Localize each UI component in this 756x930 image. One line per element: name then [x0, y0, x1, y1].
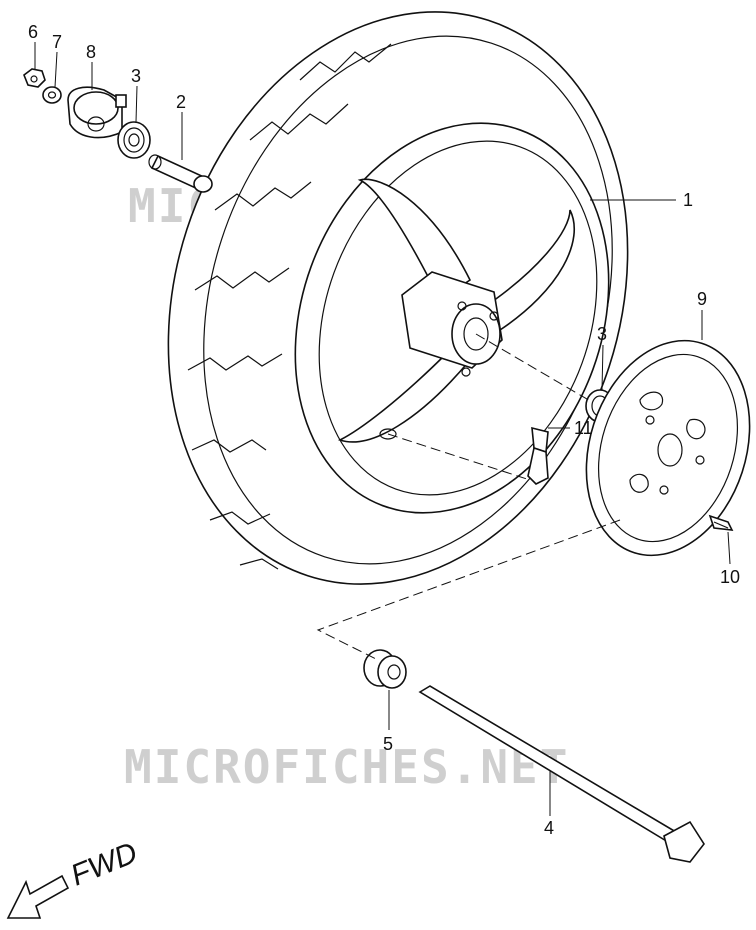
assembly-line: [475, 333, 593, 403]
callout-1: 1: [683, 190, 693, 210]
callout-leaders: [34, 42, 731, 816]
bushing-icon[interactable]: [363, 649, 407, 689]
washer-icon[interactable]: [42, 86, 62, 104]
assembly-line: [316, 519, 621, 661]
screw-icon[interactable]: [708, 514, 734, 531]
assembly-line: [387, 433, 531, 481]
tire-wheel-icon[interactable]: [97, 0, 700, 644]
callout-3-top: 3: [131, 66, 141, 86]
callout-6: 6: [28, 22, 38, 42]
callout-2: 2: [176, 92, 186, 112]
callout-7: 7: [52, 32, 62, 52]
callout-4: 4: [544, 818, 554, 838]
callout-5: 5: [383, 734, 393, 754]
fwd-label: FWD: [66, 836, 142, 892]
callout-9: 9: [697, 289, 707, 309]
brake-disc-icon[interactable]: [560, 319, 756, 576]
fwd-arrow-icon: [6, 874, 70, 919]
valve-stem-icon[interactable]: [527, 426, 549, 485]
callout-11: 11: [574, 418, 593, 438]
callout-8: 8: [86, 42, 96, 62]
bearing-icon[interactable]: [117, 121, 151, 159]
nut-icon[interactable]: [23, 68, 46, 88]
callout-3-right: 3: [597, 324, 607, 344]
axle-bolt-icon[interactable]: [418, 685, 705, 863]
watermark-bottom: MICROFICHES.NET: [124, 740, 569, 794]
speedo-drive-icon[interactable]: [67, 86, 127, 139]
callout-10: 10: [720, 567, 740, 587]
spacer-sleeve-icon[interactable]: [148, 154, 213, 193]
